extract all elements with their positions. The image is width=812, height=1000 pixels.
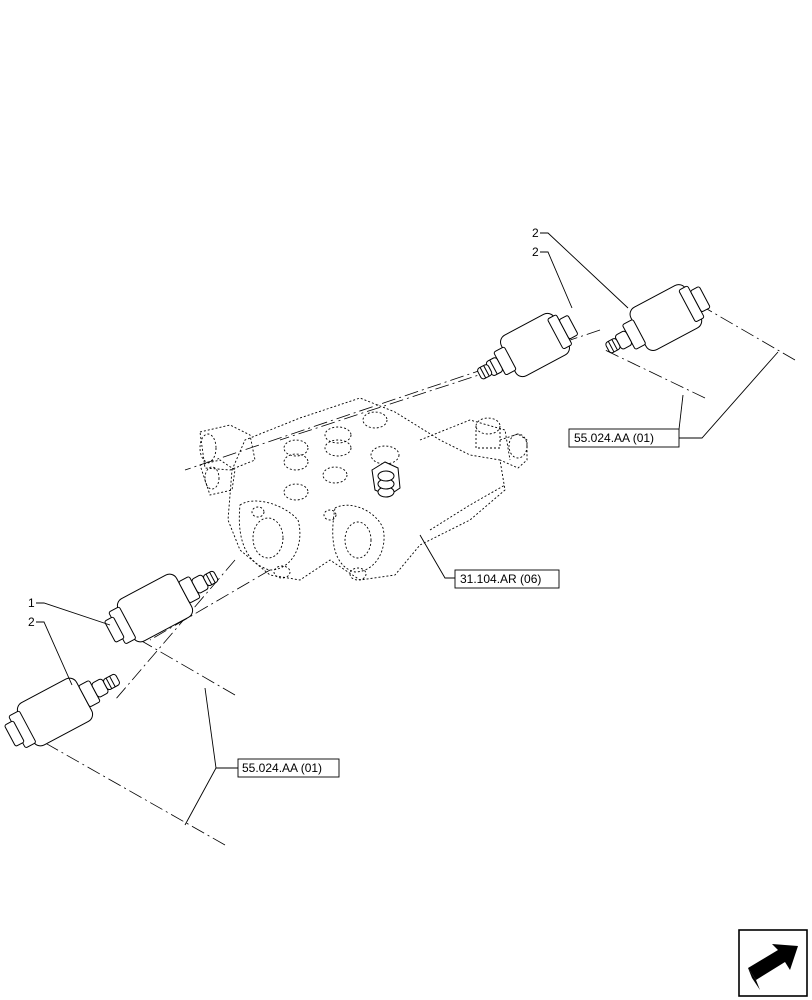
callout-label-2-lower: 2	[28, 615, 35, 629]
control-valve-body	[199, 397, 528, 581]
reference-box-upper-right[interactable]: 55.024.AA (01)	[568, 428, 680, 448]
valve-port-fitting	[371, 461, 401, 498]
solenoid-valve-upper-left	[477, 312, 578, 380]
leader-lines	[36, 232, 779, 826]
callout-label-2-upper-second: 2	[532, 245, 539, 259]
solenoid-valve-lower-upper	[104, 570, 219, 644]
next-page-arrow-icon[interactable]	[738, 929, 808, 997]
reference-text-valve-body: 31.104.AR (06)	[460, 572, 541, 586]
solenoid-valve-upper-right	[605, 284, 711, 354]
center-lines	[39, 304, 796, 846]
callout-label-1-lower: 1	[28, 596, 35, 610]
reference-box-valve-body[interactable]: 31.104.AR (06)	[454, 569, 560, 589]
reference-text-upper-right: 55.024.AA (01)	[574, 431, 654, 445]
solenoid-valve-lower-bottom	[4, 673, 120, 748]
callout-label-2-upper: 2	[532, 226, 539, 240]
reference-box-lower-left[interactable]: 55.024.AA (01)	[237, 758, 340, 778]
reference-text-lower-left: 55.024.AA (01)	[242, 761, 322, 775]
